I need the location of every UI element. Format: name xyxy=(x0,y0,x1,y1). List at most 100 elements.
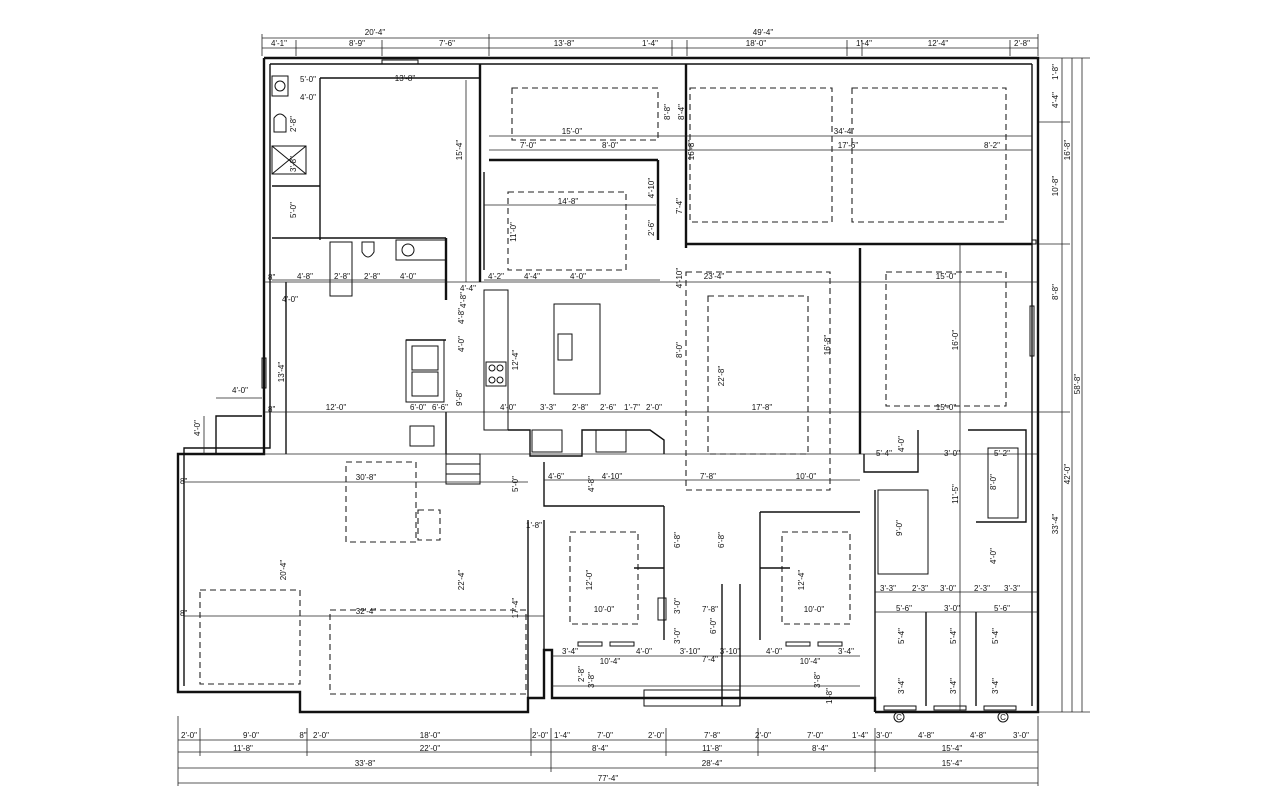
dim-label: 4'-8" xyxy=(297,272,313,281)
dim-label: 7'-4" xyxy=(702,655,718,664)
bottom-dim: 4'-8" xyxy=(918,731,934,740)
dim-label: 3'-0" xyxy=(944,604,960,613)
top-dimensions: 20'-4" 49'-4" 4'-1" 8'-9" 7'-6" 13'-8" 1… xyxy=(261,28,1039,56)
dim-label: 4'-0" xyxy=(193,420,202,436)
dim-label: 23'-4" xyxy=(704,272,725,281)
dim-label: 3'-8" xyxy=(289,156,298,172)
dim-label: 30'-8" xyxy=(356,473,377,482)
top-dim-left-overall: 20'-4" xyxy=(365,28,386,37)
dim-label: 22'-8" xyxy=(717,366,726,387)
dim-label: 3'-3" xyxy=(540,403,556,412)
dim-label: 3'-4" xyxy=(991,678,1000,694)
car-outline xyxy=(689,87,833,223)
dim-label: 4'-10" xyxy=(675,268,684,289)
dim-label: 10'-0" xyxy=(796,472,817,481)
rug-outline xyxy=(707,295,809,455)
dim-label: 4'-0" xyxy=(570,272,586,281)
dim-label: 7'-8" xyxy=(702,605,718,614)
bottom-dim: 1'-4" xyxy=(554,731,570,740)
toilet-fixture xyxy=(361,241,375,258)
dim-label: 8'-2" xyxy=(984,141,1000,150)
dim-label: 4'-0" xyxy=(400,272,416,281)
dim-label: 4'-0" xyxy=(500,403,516,412)
dim-label: 4'-10" xyxy=(647,178,656,199)
dim-label: 8'-0" xyxy=(602,141,618,150)
bottom-dim: 33'-8" xyxy=(355,759,376,768)
dim-label: 2'-6" xyxy=(600,403,616,412)
dim-label: 4'-0" xyxy=(457,336,466,352)
tub-fixture xyxy=(329,241,353,297)
bath-laundry: 5'-0" 4'-0" 2'-8" 3'-8" 5'-0" 4'-8" 2'-8… xyxy=(271,75,447,297)
dim-label: 16'-0" xyxy=(951,330,960,351)
column-label: C xyxy=(896,713,902,722)
dim-label: 2'-0" xyxy=(646,403,662,412)
dim-label: 3'-3" xyxy=(1004,584,1020,593)
right-dim: 1'-8" xyxy=(1051,64,1060,80)
car-outline xyxy=(851,87,1007,223)
dim-label: 13'-8" xyxy=(395,74,416,83)
dim-label: 5'-6" xyxy=(994,604,1010,613)
dim-label: 12'-4" xyxy=(511,350,520,371)
bench-fixture xyxy=(405,339,445,403)
dim-label: 5'-4" xyxy=(897,628,906,644)
toilet-fixture xyxy=(273,113,287,133)
furniture-outline xyxy=(199,589,301,685)
front-porch: 3'-4" 4'-0" 3'-10" 3'-10" 4'-0" 3'-4" 10… xyxy=(552,584,860,707)
dim-label: 4'-6" xyxy=(548,472,564,481)
small-dim: 8" xyxy=(180,609,187,618)
dim-label: 32'-4" xyxy=(356,607,377,616)
column-label: C xyxy=(1000,713,1006,722)
dim-label: 15'-0" xyxy=(936,403,957,412)
furniture-outline xyxy=(345,461,417,543)
range-fixture xyxy=(485,361,507,387)
dim-label: 10'-4" xyxy=(600,657,621,666)
master-bedroom: 15'-0" 16'-0" 15'-0" xyxy=(885,271,1035,412)
dim-label: 6'-6" xyxy=(432,403,448,412)
dim-label: 16'-8" xyxy=(823,335,832,356)
dim-label: 1'-7" xyxy=(624,403,640,412)
entry-steps xyxy=(445,453,481,485)
kitchen-room: 4'-2" 4'-0" 3'-3" 2'-8" 2'-6" 1'-7" 2'-0… xyxy=(459,268,684,457)
dim-label: 3'-10" xyxy=(680,647,701,656)
furniture-outline xyxy=(329,609,527,695)
tub-fixture xyxy=(877,489,929,575)
column-marker xyxy=(997,711,1009,723)
bottom-dim: 1'-4" xyxy=(852,731,868,740)
dim-label: 15'-4" xyxy=(455,140,464,161)
bottom-dim: 3'-0" xyxy=(1013,731,1029,740)
dim-label: 4'-2" xyxy=(488,272,504,281)
dim-label: 12'-4" xyxy=(797,570,806,591)
bottom-dim: 8" xyxy=(299,731,306,740)
dim-label: 2'-6" xyxy=(647,220,656,236)
dim-label: 4'-4" xyxy=(524,272,540,281)
dim-label: 2'-3" xyxy=(974,584,990,593)
dim-label: 9'-0" xyxy=(895,520,904,536)
dim-label: 22'-4" xyxy=(457,570,466,591)
dim-label: 2'-8" xyxy=(289,116,298,132)
rug-outline xyxy=(685,271,831,491)
dim-label: 12'-0" xyxy=(585,570,594,591)
right-dim: 8'-8" xyxy=(1051,284,1060,300)
dim-label: 3'-0" xyxy=(673,598,682,614)
bottom-dim: 11'-8" xyxy=(233,744,253,753)
right-dim: 16'-8" xyxy=(1063,140,1072,161)
dim-label: 2'-8" xyxy=(572,403,588,412)
dim-label: 15'-0" xyxy=(936,272,957,281)
dim-label: 13'-4" xyxy=(277,362,286,383)
dim-label: 4'-0" xyxy=(989,548,998,564)
small-dim: 8" xyxy=(268,273,275,282)
bedrooms: 4'-6" 4'-10" 7'-8" 10'-0" 10'-0" 12'-0" … xyxy=(543,462,860,664)
dim-label: 2'-8" xyxy=(577,666,586,682)
office-room: 4'-4" 4'-8" 4'-0" 13'-4" 12'-0" 6'-0" 6'… xyxy=(261,238,1038,485)
bottom-dim: 11'-8" xyxy=(702,744,722,753)
right-dim: 58'-8" xyxy=(1073,374,1082,395)
bottom-dim: 28'-4" xyxy=(702,759,723,768)
bottom-dim: 8'-4" xyxy=(592,744,608,753)
dim-label: 8'-4" xyxy=(677,104,686,120)
bottom-dim: 7'-0" xyxy=(597,731,613,740)
counter-fixture xyxy=(483,289,509,431)
appliance-fixture xyxy=(531,429,563,453)
dim-label: 2'-8" xyxy=(364,272,380,281)
dim-label: 20'-4" xyxy=(279,560,288,581)
